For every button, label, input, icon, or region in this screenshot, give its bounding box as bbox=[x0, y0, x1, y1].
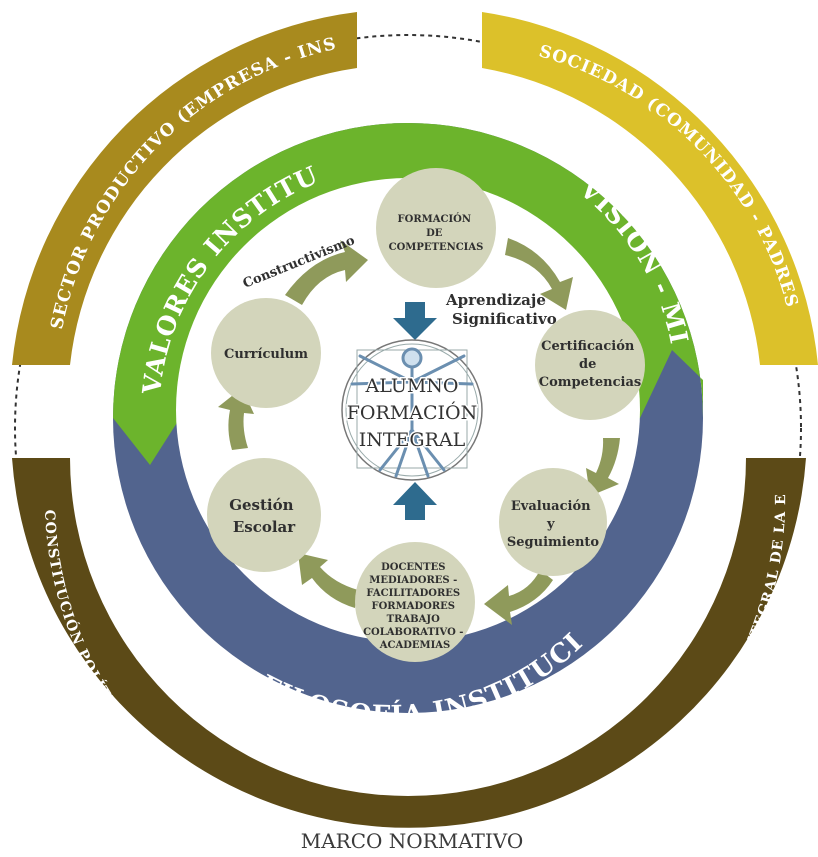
center-arrow-up bbox=[393, 482, 437, 520]
center-line-3: INTEGRAL bbox=[359, 429, 466, 451]
node-gestion: Gestión Escolar bbox=[207, 458, 321, 572]
vitruvian-figure-icon bbox=[341, 339, 483, 481]
cycle-arrow-curr-to-form bbox=[285, 240, 368, 305]
svg-text:DOCENTES MEDIADORES -: DOCENTES MEDIADORES - FACILITADORES FORM… bbox=[363, 562, 467, 651]
cycle-arrow-doc-to-gest bbox=[298, 553, 358, 608]
svg-text:Currículum: Currículum bbox=[224, 347, 308, 362]
svg-text:Gestión Escolar: Gestión Escolar bbox=[229, 496, 299, 536]
node-docentes: DOCENTES MEDIADORES - FACILITADORES FORM… bbox=[355, 542, 475, 662]
marco-legal-band bbox=[12, 458, 806, 828]
node-formacion: FORMACIÓN DE COMPETENCIAS bbox=[376, 168, 496, 288]
svg-text:Certificación de C: Certificación de Competencias bbox=[539, 339, 641, 390]
svg-text:FORMACIÓN DE COMPE: FORMACIÓN DE COMPETENCIAS bbox=[389, 213, 484, 253]
cycle-arrow-eval-to-doc bbox=[484, 570, 553, 625]
center-line-1: ALUMNO bbox=[365, 375, 459, 397]
center-arrow-down bbox=[393, 302, 437, 340]
svg-text:Evaluación y Segui: Evaluación y Seguimiento bbox=[507, 499, 600, 550]
cycle-arrow-cert-to-eval bbox=[586, 438, 620, 496]
node-certificacion: Certificación de Competencias bbox=[535, 310, 645, 420]
node-evaluacion: Evaluación y Seguimiento bbox=[499, 468, 607, 576]
node-curriculum: Currículum bbox=[211, 298, 321, 408]
center-title: ALUMNO FORMACIÓN INTEGRAL bbox=[345, 374, 479, 453]
marco-normativo-label: MARCO NORMATIVO bbox=[301, 829, 524, 853]
center-line-2: FORMACIÓN bbox=[347, 401, 478, 424]
sociedad-band bbox=[482, 12, 818, 365]
sector-productivo-band bbox=[12, 12, 357, 365]
aprendizaje-label-line1: Aprendizaje bbox=[445, 291, 546, 309]
aprendizaje-label-line2: Significativo bbox=[452, 310, 557, 328]
cycle-arrow-form-to-cert bbox=[505, 238, 573, 310]
